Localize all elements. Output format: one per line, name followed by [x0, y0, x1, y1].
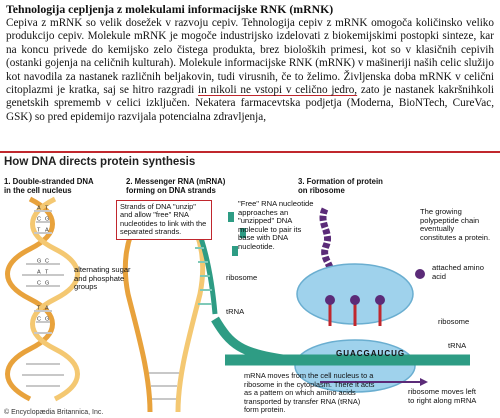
figure-title: How DNA directs protein synthesis [4, 156, 196, 168]
polypeptide-chain [319, 207, 335, 282]
underlined-phrase: in nikoli ne vstopi v celično jedro, [198, 84, 358, 97]
mrna-moves-note: mRNA moves from the cell nucleus to a ri… [244, 371, 375, 415]
ribosome-label-right: ribosome [438, 317, 470, 326]
step-1-heading: 1. Double-stranded DNA in the cell nucle… [4, 177, 94, 195]
paragraph-part-2: zato je nastanek kakršnihkoli genetskih … [6, 84, 495, 123]
amino-acid-label: attached amino acid [432, 263, 484, 281]
dna-base-letter: T [45, 270, 49, 276]
dna-base-letter: A [37, 206, 41, 212]
unzip-callout: Strands of DNA "unzip" and allow "free" … [116, 200, 212, 240]
dna-base-letter: C [45, 259, 49, 265]
dna-base-letter: C [37, 317, 41, 323]
article-text: Tehnologija cepljenja z molekulami infor… [6, 2, 494, 124]
dna-base-letter: T [45, 206, 49, 212]
dna-base-letter: T [37, 228, 41, 234]
dna-base-letter: G [45, 317, 49, 323]
dna-base-letter: G [45, 217, 49, 223]
ribosome-label-left: ribosome [226, 273, 258, 282]
britannica-credit: © Encyclopædia Britannica, Inc. [4, 409, 104, 416]
polypeptide-note: The growing polypeptide chain eventually… [420, 207, 491, 242]
dna-base-letter: A [37, 270, 41, 276]
dna-base-letter: G [45, 281, 49, 287]
paragraph-part-1: Cepiva z mRNK so velik dosežek v razvoju… [6, 17, 494, 97]
article-title: Tehnologija cepljenja z molekulami infor… [6, 2, 334, 16]
free-rna-nucleotide [228, 212, 234, 222]
dna-base-letter: G [37, 259, 41, 265]
trna-label-right: tRNA [448, 341, 467, 350]
sugar-phosphate-note: alternating sugar and phosphate groups [74, 265, 131, 292]
ribosome-assembly [211, 207, 470, 393]
dna-base-letter: C [37, 217, 41, 223]
ribosome-small-subunit [294, 339, 416, 393]
step-3-heading: 3. Formation of protein on ribosome [298, 177, 383, 195]
ribosome-moves-note: ribosome moves left to right along mRNA [408, 387, 477, 405]
codon-strip: GUACGAUCUG [336, 349, 406, 358]
trna-label-left: tRNA [226, 307, 245, 316]
dna-base-letter: C [37, 281, 41, 287]
free-nucleotide-note: "Free" RNA nucleotide approaches an "unz… [238, 199, 314, 251]
dna-base-letter: A [45, 306, 49, 312]
article-paragraph: Cepiva z mRNK so velik dosežek v razvoju… [6, 17, 494, 124]
step-2-heading: 2. Messenger RNA (mRNA) forming on DNA s… [126, 177, 226, 195]
red-divider-rule [0, 151, 500, 153]
dna-base-letter: T [37, 306, 41, 312]
dna-base-letter: A [45, 228, 49, 234]
